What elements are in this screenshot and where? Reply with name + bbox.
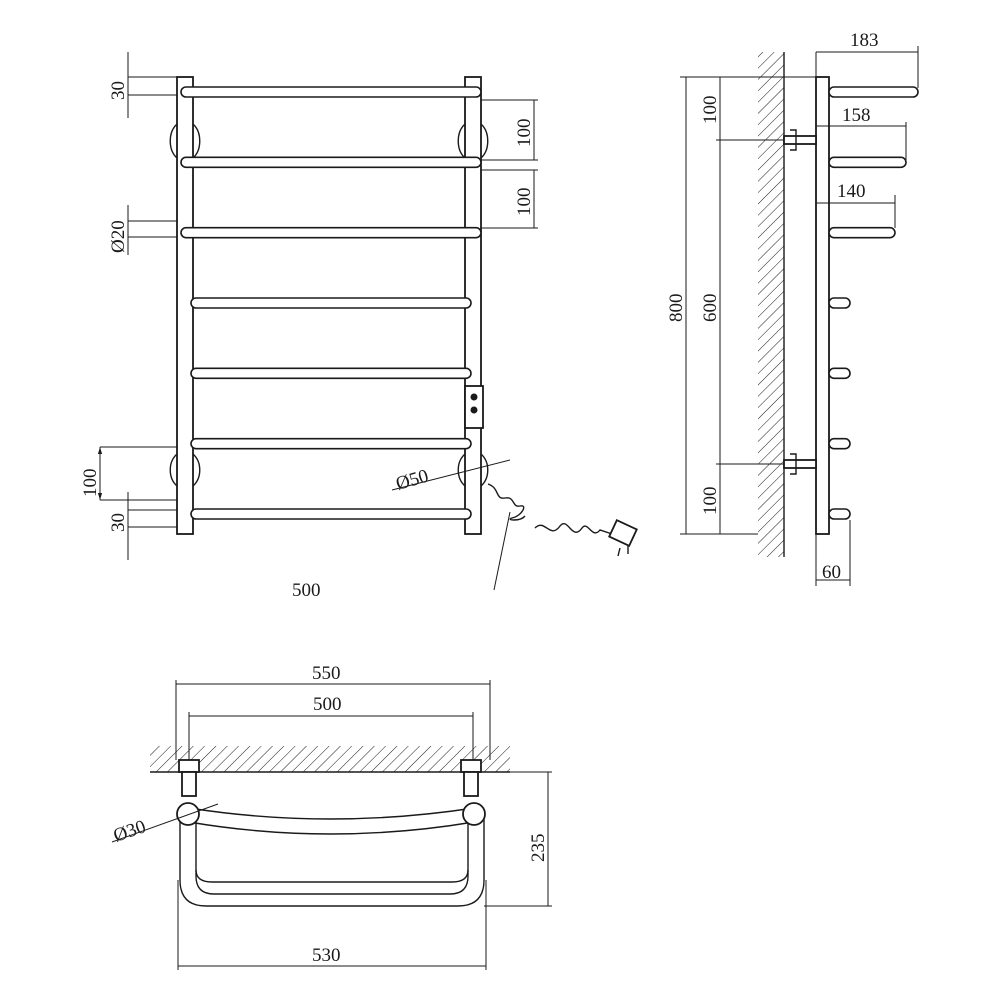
front-bar (190, 437, 472, 450)
dim-bottom-offset: 30 (108, 513, 129, 532)
heating-element-box (464, 385, 484, 429)
side-view: 183 158 140 800 600 100 100 (666, 30, 919, 586)
top-wall-hatch (150, 746, 510, 772)
dim-third-depth: 140 (837, 181, 866, 202)
dim-spacing-second: 100 (514, 188, 535, 217)
side-bar (828, 367, 851, 380)
dim-mount-spacing: 600 (700, 294, 721, 323)
power-cable (487, 483, 638, 591)
side-bar (828, 226, 896, 239)
side-bar (828, 156, 907, 169)
dim-spacing-bottom: 100 (80, 469, 101, 498)
side-bar (828, 437, 851, 450)
side-dimensions: 183 158 140 800 600 100 100 (666, 30, 919, 586)
dim-spacing-top: 100 (514, 119, 535, 148)
mount-bosses (169, 123, 489, 487)
dim-connector-diameter: Ø50 (394, 466, 431, 495)
dim-outer-width: 550 (312, 663, 341, 684)
front-bar (180, 86, 482, 98)
side-post (815, 76, 830, 535)
dim-tube-diameter: Ø30 (111, 816, 149, 847)
dim-wall-gap: 60 (822, 562, 841, 583)
front-bars (180, 86, 482, 520)
dim-second-depth: 158 (842, 105, 871, 126)
dim-bottom-width: 530 (312, 945, 341, 966)
dim-total-height: 800 (666, 294, 687, 323)
dim-front-width: 500 (292, 580, 321, 601)
side-mounts (764, 129, 817, 475)
dim-mount-width: 500 (313, 694, 342, 715)
dim-depth: 235 (528, 834, 549, 863)
front-bar (190, 367, 472, 380)
side-bar (828, 297, 851, 309)
top-view: 550 500 Ø30 235 530 (111, 663, 552, 970)
front-bar (190, 508, 472, 520)
left-post (176, 76, 194, 535)
dim-top-mount-offset: 100 (700, 96, 721, 125)
top-mount-studs (178, 759, 482, 797)
side-bar (828, 508, 851, 520)
front-left-dimensions: 30 Ø20 100 30 (80, 52, 177, 560)
dim-top-depth: 183 (850, 30, 879, 51)
front-bar (180, 226, 482, 239)
side-bar (828, 86, 919, 98)
front-view: 30 Ø20 100 30 100 100 Ø50 (80, 52, 638, 601)
dim-top-offset: 30 (108, 81, 129, 100)
front-bar (190, 297, 472, 309)
dim-bottom-mount-offset: 100 (700, 487, 721, 516)
wall-hatch (758, 52, 784, 557)
front-bar (180, 156, 482, 169)
side-bars (828, 86, 919, 520)
dim-bar-diameter: Ø20 (108, 220, 129, 253)
top-tube-loop (176, 802, 486, 907)
